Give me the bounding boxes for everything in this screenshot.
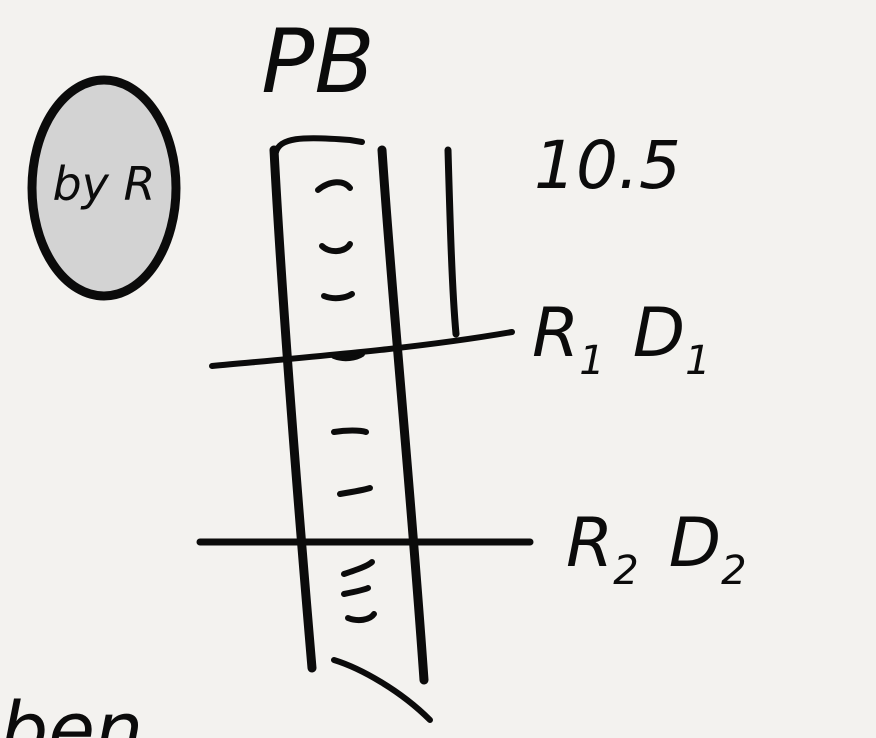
line-2-d: D [669, 504, 721, 583]
line-1-r: R [532, 294, 579, 373]
column-left-wall [269, 145, 317, 673]
line-1-d-sub: 1 [685, 338, 710, 384]
measurement-length: 10.5 [534, 127, 681, 204]
line-2-r: R [566, 504, 613, 583]
line-1-d: D [633, 294, 685, 373]
badge-label: by R [52, 157, 155, 211]
packing-dash [315, 179, 353, 193]
packing-dash [331, 427, 369, 435]
line-1 [209, 329, 515, 369]
column-right-wall [377, 145, 429, 685]
line-2-r-sub: 2 [613, 548, 638, 594]
packing-dash [321, 291, 355, 302]
line-2-d-sub: 2 [721, 548, 746, 594]
column-bottom-tail [331, 657, 433, 723]
measurement-bar [444, 146, 460, 338]
packing-dash [341, 585, 371, 597]
column-tube [269, 135, 433, 723]
author-badge: by R [27, 75, 181, 301]
column-top-cap [273, 135, 365, 155]
packing-dash [345, 611, 377, 624]
packing-dash [341, 559, 375, 577]
packing-dashes [315, 179, 377, 624]
badge-circle [27, 75, 181, 301]
packing-dash [337, 485, 373, 497]
line-1-r-sub: 1 [579, 338, 604, 384]
partial-word: ben [0, 685, 143, 738]
page-title: PB [261, 10, 374, 113]
packing-dash [319, 241, 353, 254]
